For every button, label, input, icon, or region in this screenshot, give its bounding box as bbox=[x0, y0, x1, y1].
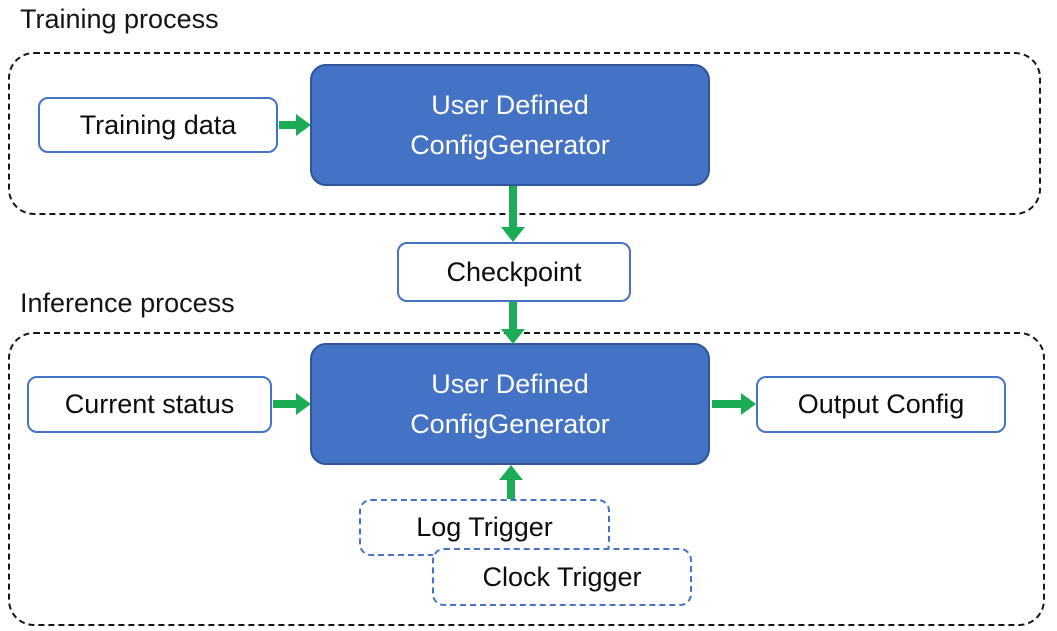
arrow-shaft bbox=[712, 400, 743, 408]
training-process-label: Training process bbox=[20, 4, 219, 34]
arrow-shaft bbox=[273, 400, 298, 408]
arrow-head bbox=[499, 465, 523, 480]
arrow-shaft bbox=[507, 478, 515, 499]
arrow-head bbox=[741, 393, 756, 415]
arrow-generator-to-checkpoint bbox=[501, 186, 525, 242]
inference-config-generator-box: User Defined ConfigGenerator bbox=[310, 343, 710, 465]
log-trigger-box: Log Trigger bbox=[359, 499, 610, 556]
arrow-head bbox=[296, 393, 311, 415]
arrow-training-data-to-generator bbox=[279, 114, 311, 136]
generator-label-line2: ConfigGenerator bbox=[410, 409, 610, 439]
arrow-triggers-to-generator bbox=[499, 465, 523, 499]
inference-process-label: Inference process bbox=[20, 288, 235, 318]
arrow-head bbox=[296, 114, 311, 136]
arrow-checkpoint-to-generator bbox=[501, 302, 525, 344]
current-status-box: Current status bbox=[27, 376, 272, 433]
training-config-generator-box: User Defined ConfigGenerator bbox=[310, 64, 710, 186]
arrow-current-status-to-generator bbox=[273, 393, 311, 415]
generator-label-line2: ConfigGenerator bbox=[410, 130, 610, 160]
inference-process-container bbox=[8, 332, 1045, 626]
generator-label-line1: User Defined bbox=[431, 369, 589, 399]
generator-label-line1: User Defined bbox=[431, 90, 589, 120]
arrow-shaft bbox=[279, 121, 298, 129]
arrow-shaft bbox=[509, 302, 517, 331]
output-config-box: Output Config bbox=[756, 376, 1006, 433]
training-process-container bbox=[8, 52, 1041, 215]
checkpoint-box: Checkpoint bbox=[397, 242, 631, 302]
clock-trigger-box: Clock Trigger bbox=[432, 548, 692, 606]
arrow-head bbox=[501, 227, 525, 242]
arrow-head bbox=[501, 329, 525, 344]
arrow-generator-to-output-config bbox=[712, 393, 756, 415]
training-data-box: Training data bbox=[38, 97, 278, 153]
arrow-shaft bbox=[509, 186, 517, 229]
